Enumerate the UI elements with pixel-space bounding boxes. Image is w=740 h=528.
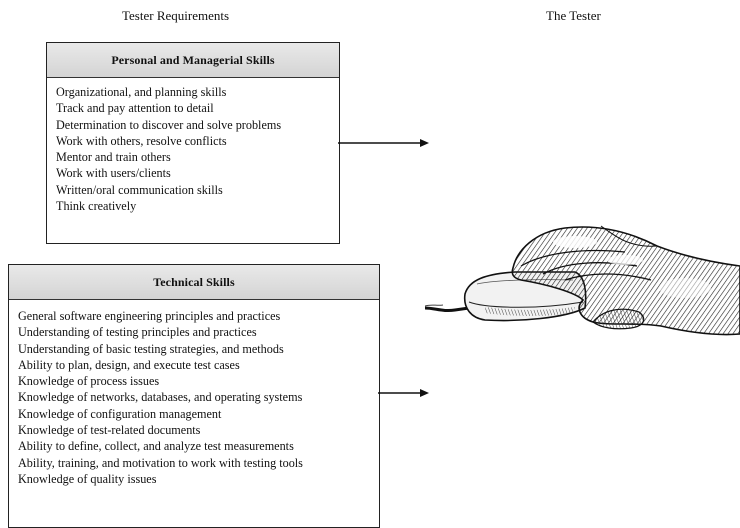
list-item: Knowledge of test-related documents [18,422,379,438]
list-item: Knowledge of networks, databases, and op… [18,389,379,405]
technical-skills-box: Technical Skills General software engine… [8,264,380,528]
list-item: Mentor and train others [56,149,339,165]
the-tester-title: The Tester [546,8,601,24]
list-item: Work with users/clients [56,165,339,181]
list-item: Ability to plan, design, and execute tes… [18,357,379,373]
list-item: General software engineering principles … [18,308,379,324]
list-item: Understanding of testing principles and … [18,324,379,340]
list-item: Knowledge of process issues [18,373,379,389]
list-item: Ability, training, and motivation to wor… [18,455,379,471]
tester-requirements-title: Tester Requirements [122,8,229,24]
technical-skills-heading: Technical Skills [9,265,379,300]
arrow-right-icon [378,386,430,400]
list-item: Knowledge of quality issues [18,471,379,487]
personal-skills-box: Personal and Managerial Skills Organizat… [46,42,340,244]
list-item: Think creatively [56,198,339,214]
hand-on-mouse-icon [425,222,740,342]
list-item: Written/oral communication skills [56,182,339,198]
list-item: Understanding of basic testing strategie… [18,341,379,357]
list-item: Work with others, resolve conflicts [56,133,339,149]
list-item: Organizational, and planning skills [56,84,339,100]
arrow-right-icon [338,136,430,150]
list-item: Knowledge of configuration management [18,406,379,422]
list-item: Ability to define, collect, and analyze … [18,438,379,454]
list-item: Determination to discover and solve prob… [56,117,339,133]
list-item: Track and pay attention to detail [56,100,339,116]
personal-skills-heading: Personal and Managerial Skills [47,43,339,78]
technical-skills-list: General software engineering principles … [9,300,379,487]
personal-skills-list: Organizational, and planning skills Trac… [47,78,339,214]
